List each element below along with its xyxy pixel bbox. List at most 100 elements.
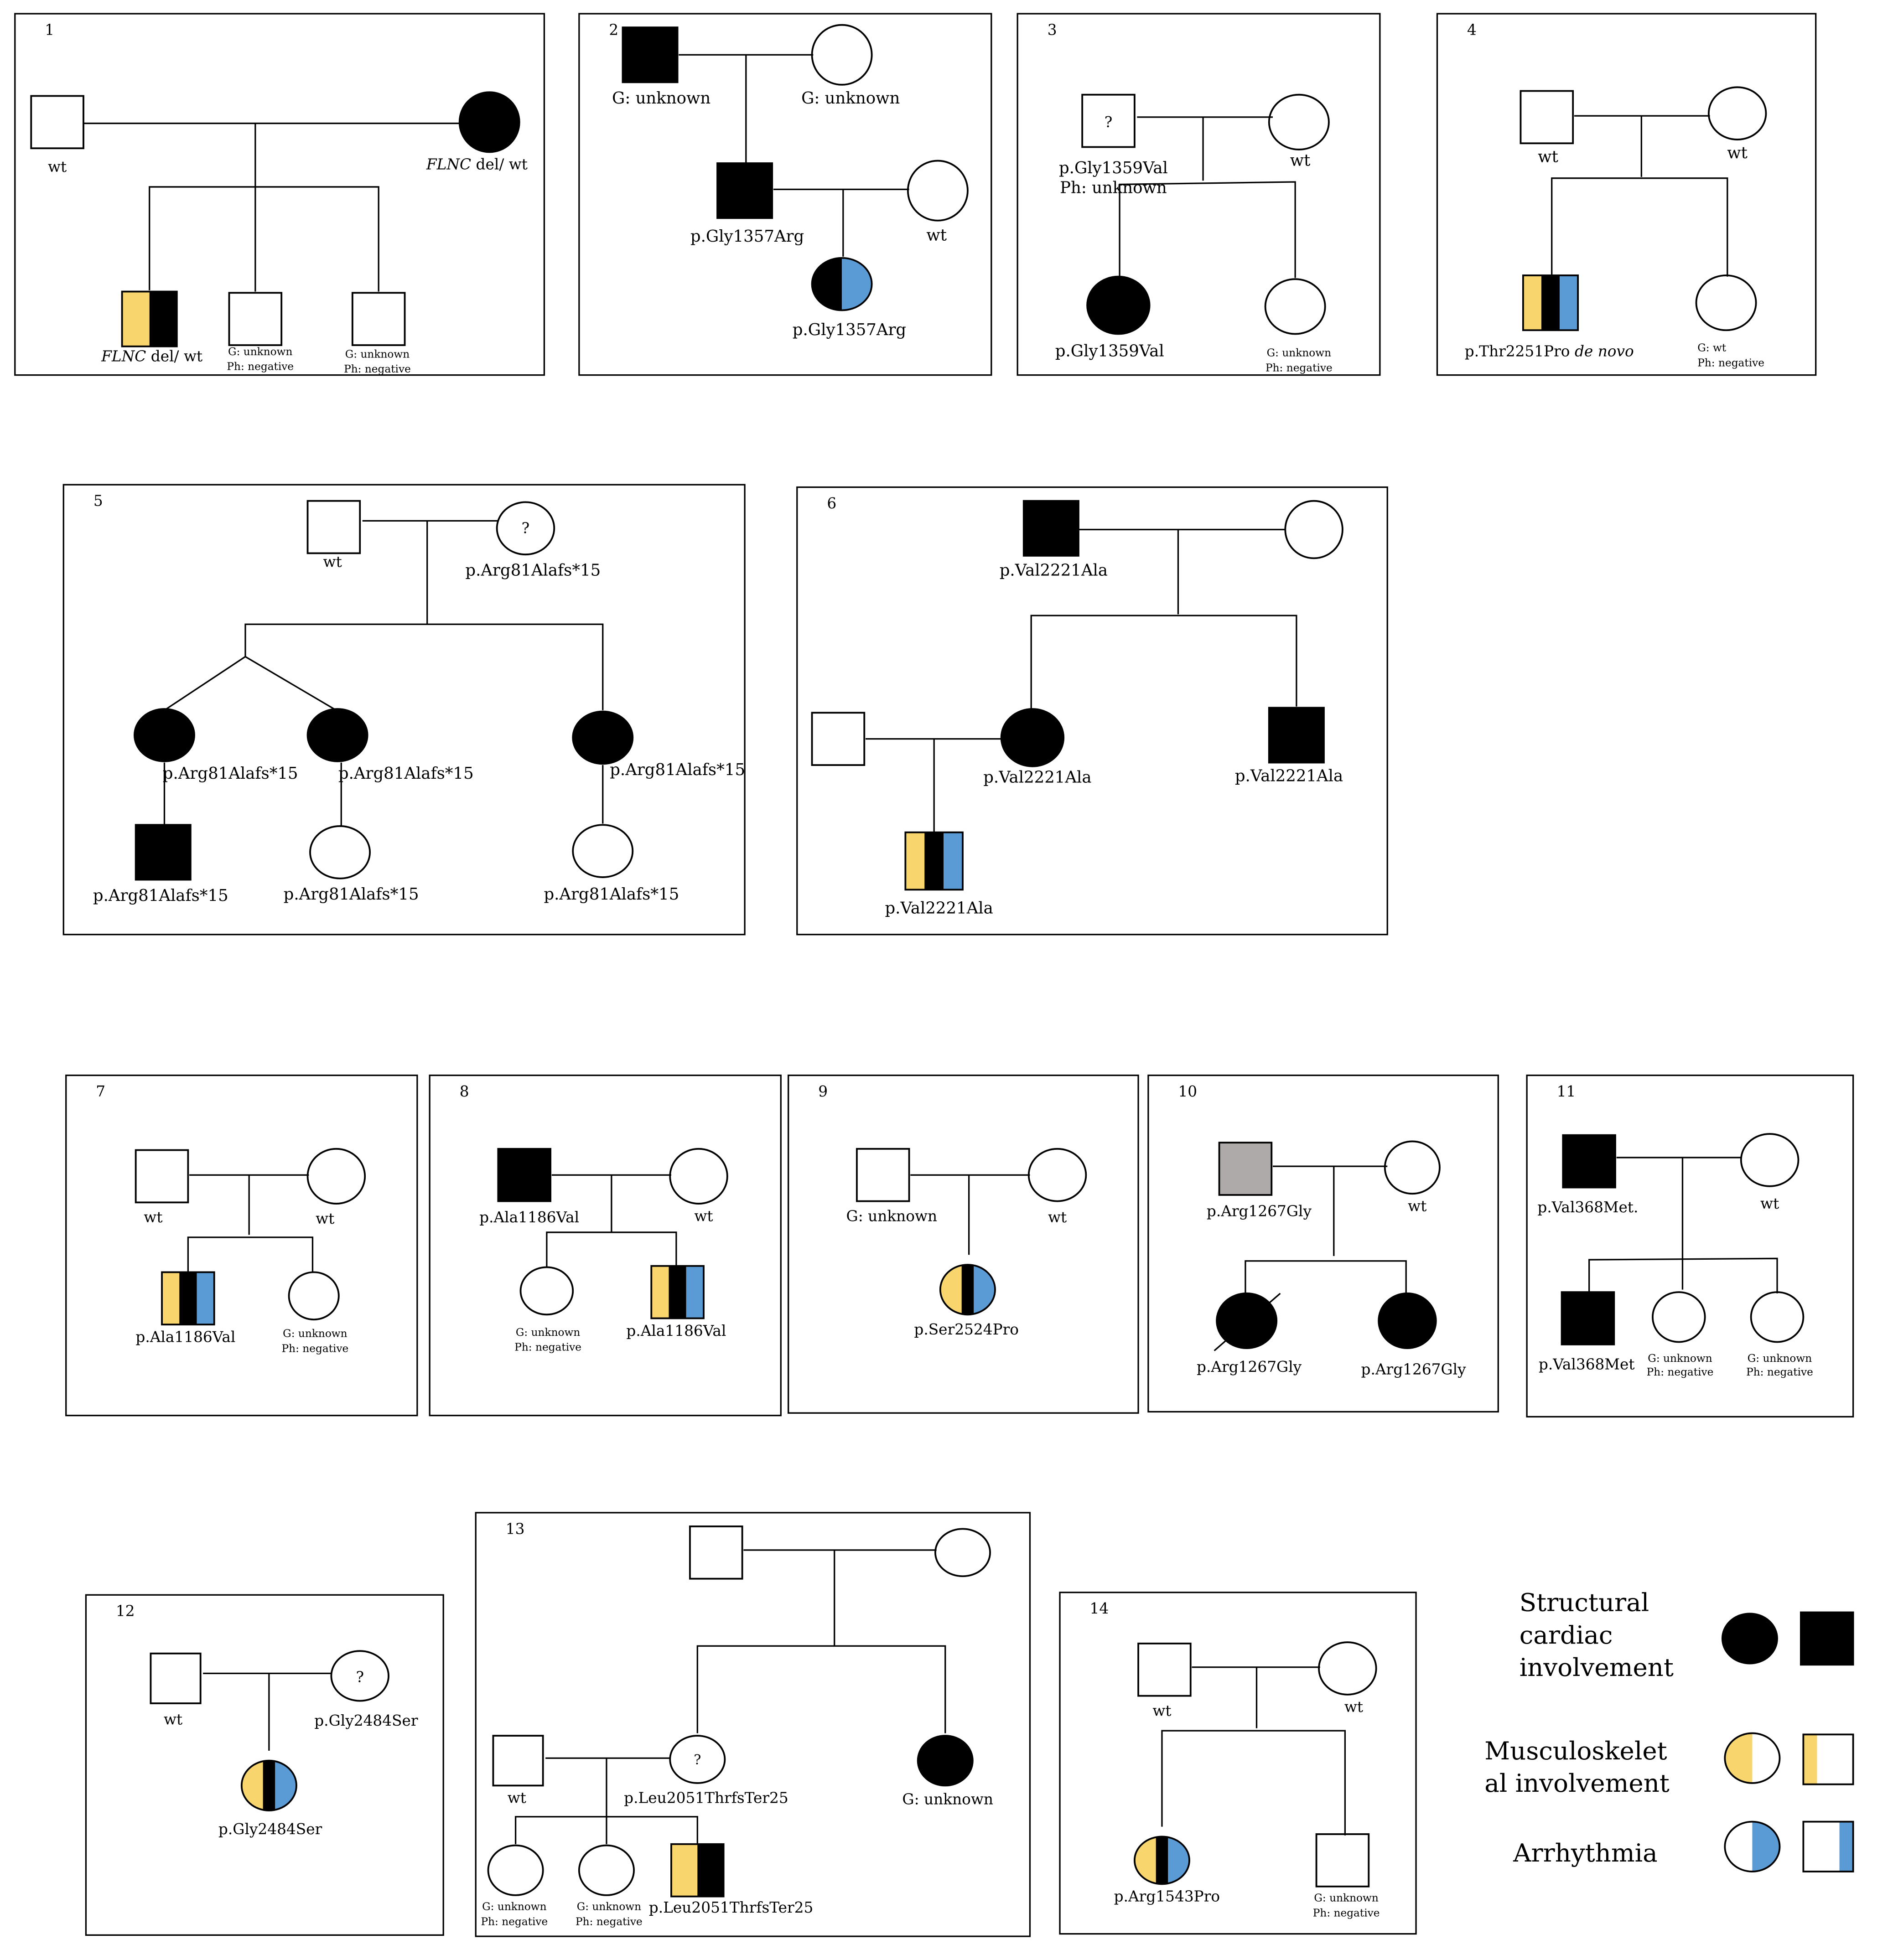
male-symbol [306,500,361,554]
male-symbol [1520,90,1574,145]
legend-label: involvement [1520,1653,1674,1682]
male-symbol-y [1802,1733,1854,1785]
genotype-label: p.Ala1186Val [626,1322,726,1339]
genotype-label: wt [508,1789,526,1807]
genotype-label: wt [1760,1195,1779,1212]
female-symbol [1740,1133,1800,1187]
genotype-label: wt [926,226,947,244]
male-symbol [150,1652,202,1704]
pedigree-number: 7 [96,1083,105,1100]
male-symbol-tri [904,831,964,891]
female-symbol [1695,274,1757,331]
genotype-label: Ph: negative [514,1341,581,1354]
pedigree-frame-10 [1147,1074,1499,1413]
female-symbol [1750,1291,1805,1343]
pedigree-line [1551,177,1728,277]
genotype-label-part: del/ wt [471,156,528,173]
male-symbol [811,712,866,766]
genotype-label-part: FLNC [426,156,471,173]
male-symbol-black [716,162,773,219]
genotype-label: G: unknown [345,348,410,360]
genotype-label: G: unknown [1267,347,1331,359]
pedigree-frame-1 [14,13,545,376]
pedigree-frame-2 [578,13,992,376]
pedigree-number: 5 [93,492,103,510]
male-symbol [1081,93,1136,148]
genotype-label: G: unknown [1314,1892,1378,1904]
female-symbol [306,1148,366,1205]
female-symbol [1384,1140,1441,1195]
male-symbol [351,292,406,346]
genotype-label: wt [323,553,342,571]
genotype-label: wt [694,1207,713,1225]
male-symbol [689,1526,743,1580]
pedigree-line [546,1231,677,1267]
legend-label: al involvement [1484,1769,1670,1798]
female-symbol [907,160,969,222]
female-symbol-black [458,91,520,153]
genotype-label: G: unknown [516,1326,580,1339]
genotype-label: p.Arg81Alafs*15 [163,764,298,783]
genotype-label: G: unknown [846,1207,938,1225]
male-symbol-black [1800,1611,1854,1666]
pedigree-frame-8 [429,1074,782,1417]
female-symbol-tri [1125,1826,1199,1894]
female-symbol [309,825,371,879]
female-symbol [330,1650,389,1702]
genotype-label-part: de novo [1575,343,1634,360]
genotype-label: G: unknown [228,346,292,358]
genotype-label: Ph: negative [282,1342,349,1355]
genotype-label: Ph: negative [227,361,294,373]
female-symbol-half [811,257,873,311]
pedigree-frame-7 [65,1074,418,1417]
genotype-label: Ph: negative [344,363,411,375]
female-symbol-black [1000,708,1065,767]
genotype-label: p.Arg81Alafs*15 [284,885,419,904]
genotype-label: wt [1344,1698,1363,1716]
pedigree-line [696,1645,946,1733]
pedigree-number: 8 [460,1083,469,1100]
female-symbol [572,824,634,878]
female-symbol [934,1528,991,1577]
male-symbol-ym [121,290,178,347]
genotype-label: G: unknown [577,1901,641,1913]
male-symbol-b [1802,1820,1854,1872]
genotype-label: Ph: negative [1746,1366,1813,1378]
pedigree-line [245,656,337,711]
genotype-label: p.Gly2484Ser [218,1820,322,1838]
genotype-label: Ph: negative [1647,1366,1714,1378]
pedigree-line [514,1816,698,1844]
pedigree-line [1588,1257,1778,1293]
genotype-label: G: unknown [612,89,711,108]
genotype-label: p.Arg81Alafs*15 [610,760,745,779]
unknown-mark: ? [1105,114,1113,131]
genotype-label: wt [48,158,67,176]
genotype-label: p.Leu2051ThrfsTer25 [649,1899,814,1916]
genotype-label: Ph: negative [576,1915,643,1928]
female-symbol-tri [930,1255,1005,1325]
genotype-label: p.Thr2251Pro de novo [1465,343,1634,360]
genotype-label: Ph: negative [1265,362,1333,374]
female-symbol [578,1844,635,1896]
genotype-label: G: unknown [283,1327,347,1339]
genotype-label: p.Ala1186Val [479,1209,579,1226]
pedigree-number: 10 [1178,1083,1197,1100]
male-symbol-tri [161,1271,215,1326]
genotype-label: G: unknown [902,1790,993,1808]
male-symbol-tri [1522,274,1579,331]
genotype-label: wt [1408,1197,1426,1215]
female-symbol-b [1724,1820,1781,1872]
female-symbol-black [1086,275,1151,335]
pedigree-line [164,656,246,711]
genotype-label: p.Val368Met. [1537,1199,1638,1216]
genotype-label: p.Arg81Alafs*15 [338,764,474,783]
male-symbol-black [135,824,192,881]
pedigree-line [244,623,604,710]
genotype-label: p.Val2221Ala [885,899,993,917]
genotype-label: p.Gly1357Arg [690,227,804,246]
genotype-label: wt [144,1209,162,1226]
genotype-label: G: unknown [482,1901,546,1913]
pedigree-frame-4 [1436,13,1817,376]
unknown-mark: ? [694,1752,701,1768]
unknown-mark: ? [356,1669,364,1686]
